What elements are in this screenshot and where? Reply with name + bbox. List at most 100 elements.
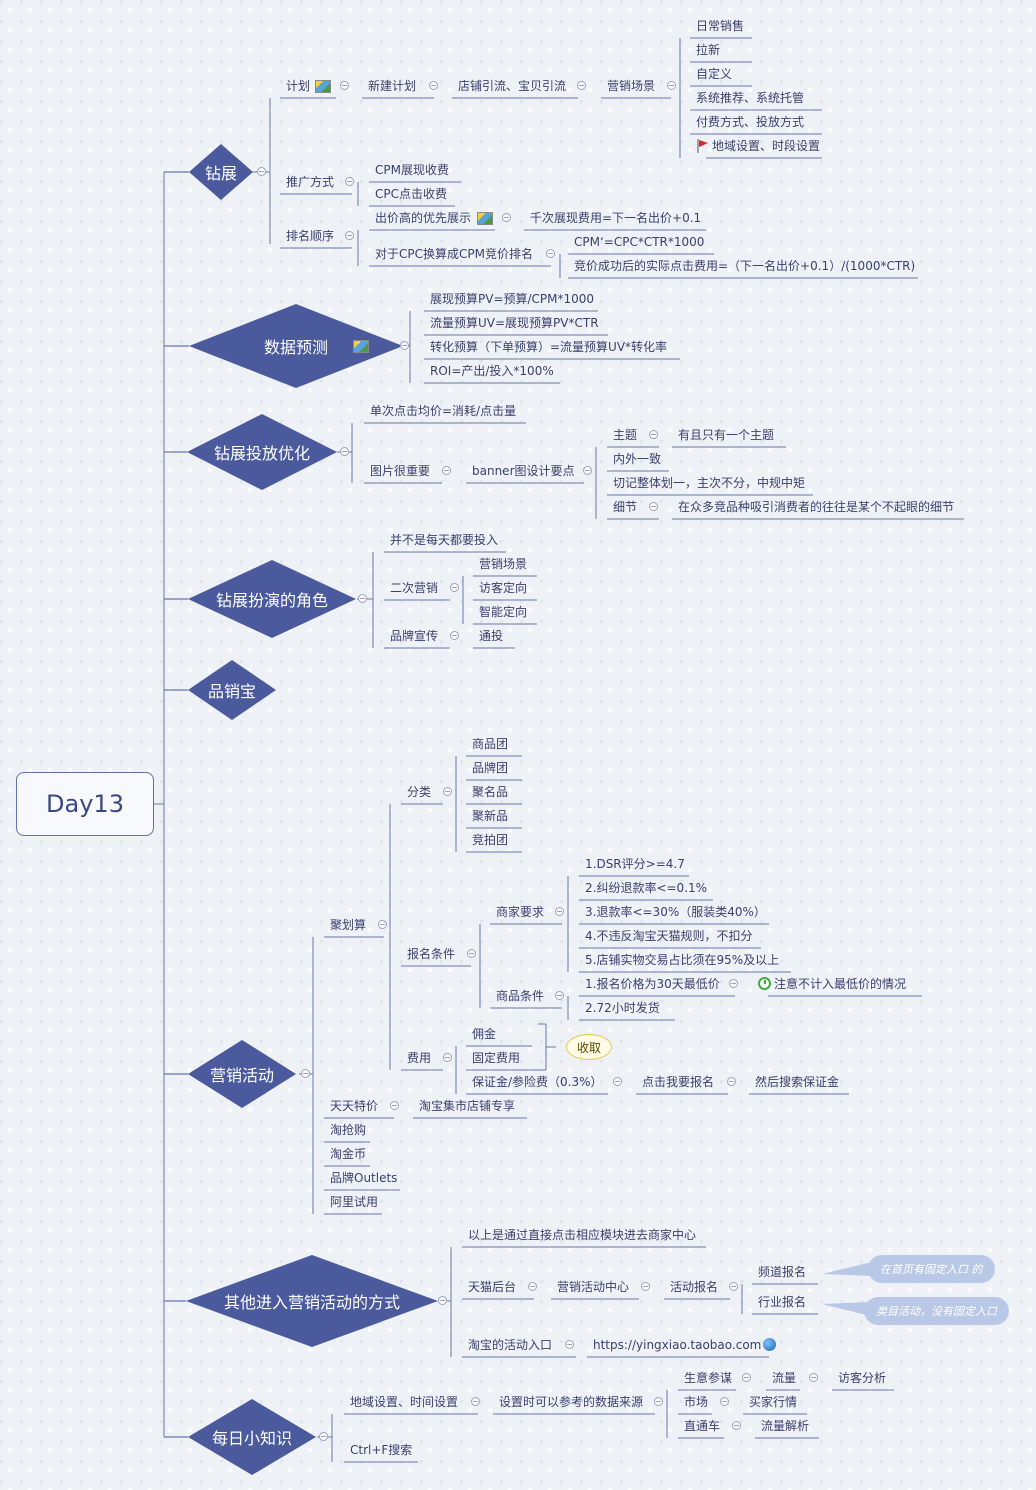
biz-node[interactable]: 生意参谋 bbox=[684, 1371, 733, 1385]
url-node[interactable]: https://yingxiao.taobao.com bbox=[593, 1338, 762, 1352]
flow-node[interactable]: 流量 bbox=[772, 1371, 797, 1385]
collapse-toggle-icon[interactable] bbox=[301, 1069, 310, 1078]
overall-node[interactable]: 切记整体划一，主次不分，中规中矩 bbox=[613, 476, 806, 490]
collapse-toggle-icon[interactable] bbox=[450, 583, 459, 592]
visitor-node[interactable]: 访客分析 bbox=[838, 1371, 887, 1385]
merchant-req-node[interactable]: 商家要求 bbox=[496, 905, 545, 919]
forecast-item[interactable]: 转化预算（下单预算）=流量预算UV*转化率 bbox=[430, 340, 668, 354]
fee-node[interactable]: 费用 bbox=[407, 1051, 432, 1065]
collapse-toggle-icon[interactable] bbox=[257, 167, 266, 176]
category-item[interactable]: 聚名品 bbox=[472, 785, 509, 799]
merchant-item[interactable]: 3.退款率<=30%（服装类40%） bbox=[585, 905, 766, 919]
collapse-toggle-icon[interactable] bbox=[667, 81, 676, 90]
branch-forecast[interactable]: 数据预测 bbox=[189, 304, 403, 388]
branch-zuanzhan[interactable]: 钻展 bbox=[189, 144, 253, 200]
scene-item[interactable]: 日常销售 bbox=[696, 19, 745, 33]
fee-item[interactable]: 佣金 bbox=[472, 1027, 497, 1041]
goods-item[interactable]: 2.72小时发货 bbox=[585, 1001, 660, 1015]
traffic-node[interactable]: 店铺引流、宝贝引流 bbox=[458, 79, 567, 93]
plan-node[interactable]: 计划 bbox=[286, 79, 311, 93]
brand-item-node[interactable]: 通投 bbox=[479, 629, 504, 643]
avg-click-node[interactable]: 单次点击均价=消耗/点击量 bbox=[370, 404, 517, 418]
activity-other-item[interactable]: 阿里试用 bbox=[330, 1195, 379, 1209]
collapse-toggle-icon[interactable] bbox=[732, 1421, 741, 1430]
rank-high-node[interactable]: 出价高的优先展示 bbox=[375, 211, 472, 225]
scene-item[interactable]: 拉新 bbox=[696, 43, 721, 57]
not-daily-node[interactable]: 并不是每天都要投入 bbox=[390, 533, 499, 547]
click-signup-node[interactable]: 点击我要报名 bbox=[642, 1075, 715, 1089]
tiantian-node[interactable]: 天天特价 bbox=[330, 1099, 379, 1113]
scene-item[interactable]: 自定义 bbox=[696, 67, 733, 81]
collapse-toggle-icon[interactable] bbox=[729, 979, 738, 988]
juhuasuan-node[interactable]: 聚划算 bbox=[330, 918, 367, 932]
second-item[interactable]: 智能定向 bbox=[479, 605, 528, 619]
click-cost-formula[interactable]: 竞价成功后的实际点击费用=（下一名出价+0.1）/(1000*CTR) bbox=[574, 259, 916, 273]
collapse-toggle-icon[interactable] bbox=[577, 81, 586, 90]
collapse-toggle-icon[interactable] bbox=[450, 631, 459, 640]
forecast-item[interactable]: 展现预算PV=预算/CPM*1000 bbox=[430, 292, 595, 306]
second-item[interactable]: 营销场景 bbox=[479, 557, 528, 571]
image-icon[interactable] bbox=[353, 340, 369, 353]
fee-item[interactable]: 保证金/参险费（0.3%） bbox=[472, 1075, 603, 1089]
collapse-toggle-icon[interactable] bbox=[613, 1077, 622, 1086]
scene-item[interactable]: 系统推荐、系统托管 bbox=[696, 91, 805, 105]
root-topic[interactable]: Day13 bbox=[16, 772, 154, 836]
tiantian-detail-node[interactable]: 淘宝集市店铺专享 bbox=[419, 1099, 516, 1113]
market-node[interactable]: 市场 bbox=[684, 1395, 709, 1409]
collapse-toggle-icon[interactable] bbox=[729, 1282, 738, 1291]
goods-cond-node[interactable]: 商品条件 bbox=[496, 989, 545, 1003]
collapse-toggle-icon[interactable] bbox=[340, 81, 349, 90]
collapse-toggle-icon[interactable] bbox=[583, 466, 592, 475]
collapse-toggle-icon[interactable] bbox=[471, 1397, 480, 1406]
source-node[interactable]: 设置时可以参考的数据来源 bbox=[499, 1395, 644, 1409]
scene-node[interactable]: 营销场景 bbox=[607, 79, 656, 93]
category-node[interactable]: 分类 bbox=[407, 785, 432, 799]
forecast-item[interactable]: ROI=产出/投入*100% bbox=[430, 364, 554, 378]
channel-node[interactable]: 频道报名 bbox=[758, 1265, 807, 1279]
collapse-toggle-icon[interactable] bbox=[649, 502, 658, 511]
charge-label[interactable]: 收取 bbox=[566, 1034, 612, 1060]
fee-item[interactable]: 固定费用 bbox=[472, 1051, 521, 1065]
then-search-node[interactable]: 然后搜索保证金 bbox=[755, 1075, 840, 1089]
act-signup-node[interactable]: 活动报名 bbox=[670, 1280, 719, 1294]
collapse-toggle-icon[interactable] bbox=[641, 1282, 650, 1291]
category-item[interactable]: 商品团 bbox=[472, 737, 509, 751]
collapse-toggle-icon[interactable] bbox=[345, 231, 354, 240]
inner-outer-node[interactable]: 内外一致 bbox=[613, 452, 662, 466]
detail-node[interactable]: 细节 bbox=[613, 500, 638, 514]
category-item[interactable]: 竞拍团 bbox=[472, 833, 509, 847]
region-node[interactable]: 地域设置、时间设置 bbox=[350, 1395, 459, 1409]
collapse-toggle-icon[interactable] bbox=[649, 430, 658, 439]
forecast-item[interactable]: 流量预算UV=展现预算PV*CTR bbox=[430, 316, 599, 330]
activity-other-item[interactable]: 品牌Outlets bbox=[330, 1171, 398, 1185]
collapse-toggle-icon[interactable] bbox=[443, 787, 452, 796]
collapse-toggle-icon[interactable] bbox=[340, 447, 349, 456]
promo-item-cpm[interactable]: CPM展现收费 bbox=[375, 163, 449, 177]
goods-note-node[interactable]: 注意不计入最低价的情况 bbox=[774, 977, 907, 991]
center-node[interactable]: 营销活动中心 bbox=[557, 1280, 630, 1294]
branch-pinxiaobao[interactable]: 品销宝 bbox=[188, 660, 276, 720]
collapse-toggle-icon[interactable] bbox=[400, 341, 409, 350]
scene-item[interactable]: 地域设置、时段设置 bbox=[712, 139, 821, 153]
collapse-toggle-icon[interactable] bbox=[438, 1296, 447, 1305]
taobao-entry-node[interactable]: 淘宝的活动入口 bbox=[468, 1338, 553, 1352]
flow-parse-node[interactable]: 流量解析 bbox=[761, 1419, 810, 1433]
above-node[interactable]: 以上是通过直接点击相应模块进去商家中心 bbox=[468, 1228, 697, 1242]
banner-node[interactable]: banner图设计要点 bbox=[472, 464, 575, 478]
collapse-toggle-icon[interactable] bbox=[654, 1397, 663, 1406]
collapse-toggle-icon[interactable] bbox=[502, 213, 511, 222]
rank-node[interactable]: 排名顺序 bbox=[286, 229, 335, 243]
merchant-item[interactable]: 1.DSR评分>=4.7 bbox=[585, 857, 685, 871]
collapse-toggle-icon[interactable] bbox=[345, 177, 354, 186]
collapse-toggle-icon[interactable] bbox=[390, 1101, 399, 1110]
branch-optimize[interactable]: 钻展投放优化 bbox=[187, 414, 337, 490]
cpm-formula[interactable]: CPM‘=CPC*CTR*1000 bbox=[574, 235, 705, 249]
second-marketing-node[interactable]: 二次营销 bbox=[390, 581, 439, 595]
collapse-toggle-icon[interactable] bbox=[742, 1373, 751, 1382]
collapse-toggle-icon[interactable] bbox=[358, 594, 367, 603]
activity-other-item[interactable]: 淘金币 bbox=[330, 1147, 367, 1161]
branch-entry[interactable]: 其他进入营销活动的方式 bbox=[186, 1255, 438, 1347]
branch-tips[interactable]: 每日小知识 bbox=[188, 1399, 316, 1475]
new-plan-node[interactable]: 新建计划 bbox=[368, 79, 417, 93]
collapse-toggle-icon[interactable] bbox=[319, 1432, 328, 1441]
